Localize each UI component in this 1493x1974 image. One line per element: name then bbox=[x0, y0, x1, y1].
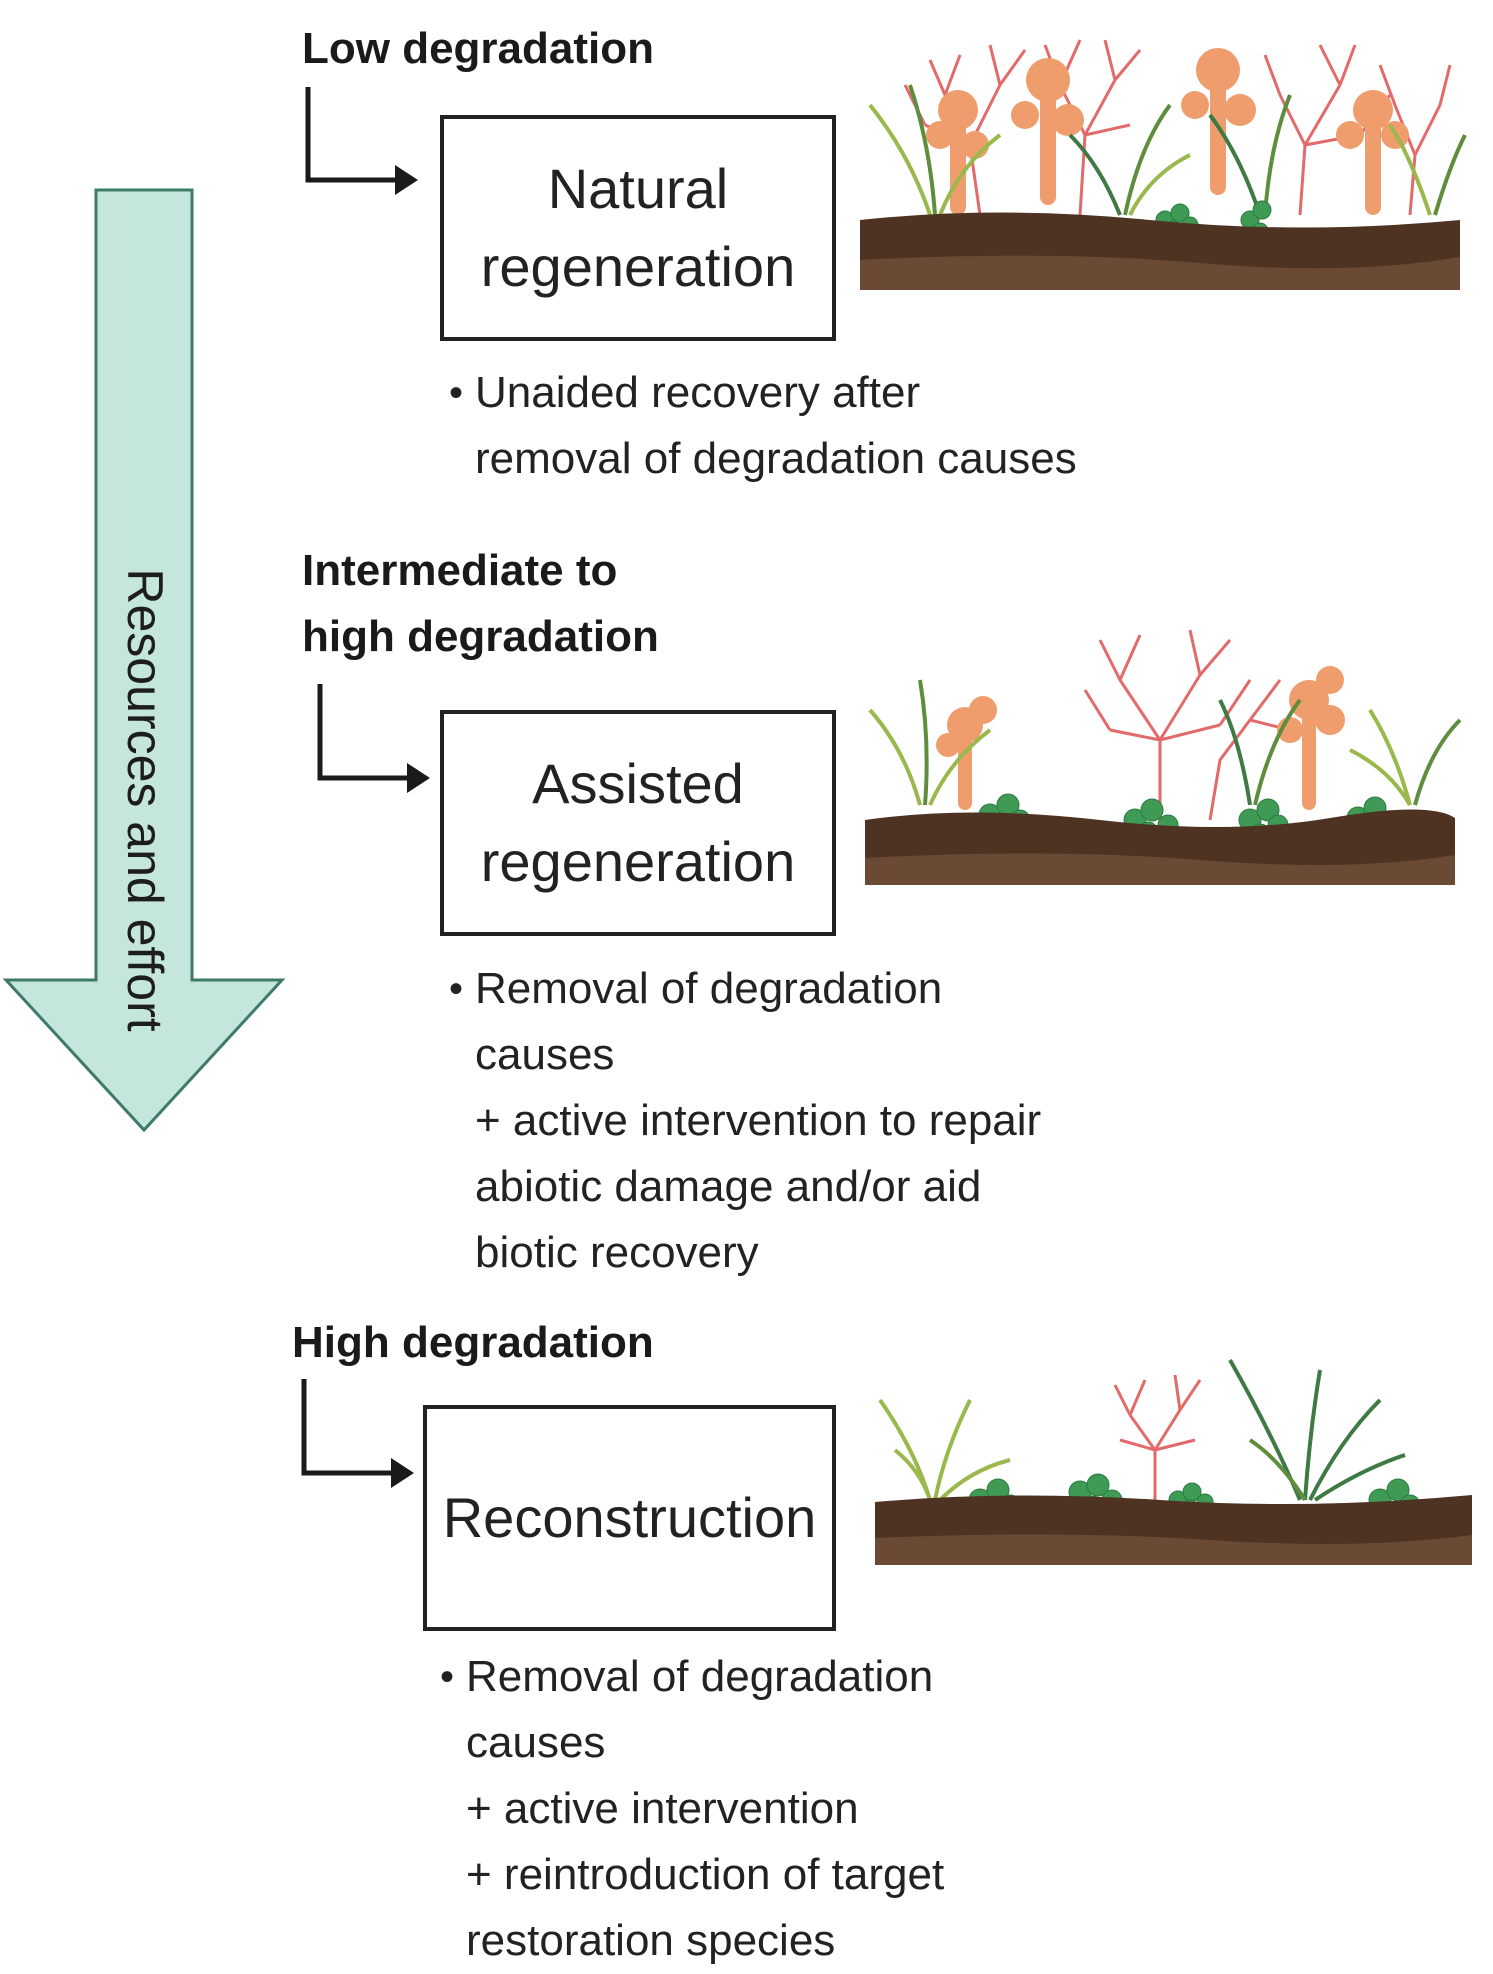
resources-arrow bbox=[2, 188, 286, 1133]
tier1-bullet: • Unaided recovery after removal of degr… bbox=[449, 360, 1077, 492]
arrow-shape bbox=[2, 188, 286, 1133]
tier3-bullet-line1: Removal of degradation bbox=[466, 1652, 934, 1701]
tier3-bullet-line3: + active intervention bbox=[466, 1784, 859, 1833]
tier1-level: Low degradation bbox=[302, 16, 654, 82]
bullet-dot: • bbox=[449, 371, 464, 415]
tier2-bullet-line4: abiotic damage and/or aid bbox=[475, 1162, 982, 1211]
tier3-ecosystem-illustration bbox=[875, 1359, 1472, 1565]
reconstruction-box: Reconstruction bbox=[423, 1405, 836, 1631]
tier2-level: Intermediate to high degradation bbox=[302, 538, 659, 670]
tier1-elbow-arrow bbox=[305, 87, 418, 195]
tier2-bullet: • Removal of degradation causes + active… bbox=[449, 956, 1042, 1286]
tier1-level-line1: Low degradation bbox=[302, 24, 654, 73]
red-fan-coral-icon bbox=[1113, 1374, 1202, 1510]
assisted-regeneration-line1: Assisted bbox=[532, 752, 744, 815]
natural-regeneration-box: Natural regeneration bbox=[440, 115, 836, 341]
bullet-dot: • bbox=[440, 1655, 455, 1699]
seagrass-icon bbox=[868, 679, 1462, 806]
seagrass-icon bbox=[868, 84, 1467, 216]
reconstruction-label: Reconstruction bbox=[442, 1486, 817, 1549]
tier2-level-line1: Intermediate to bbox=[302, 546, 618, 595]
tier2-bullet-line5: biotic recovery bbox=[475, 1228, 759, 1277]
tier3-bullet-line2: causes bbox=[466, 1718, 606, 1767]
seagrass-icon bbox=[878, 1359, 1406, 1502]
tier2-bullet-line1: Removal of degradation bbox=[475, 964, 943, 1013]
tier2-bullet-line2: causes bbox=[475, 1030, 615, 1079]
tier3-elbow-arrow bbox=[301, 1379, 414, 1488]
tier2-bullet-line3: + active intervention to repair bbox=[475, 1096, 1042, 1145]
tier3-bullet: • Removal of degradation causes + active… bbox=[440, 1644, 945, 1974]
tier2-ecosystem-illustration bbox=[865, 629, 1462, 885]
tier2-elbow-arrow bbox=[317, 684, 430, 793]
tier3-bullet-line5: restoration species bbox=[466, 1916, 836, 1965]
tier3-level: High degradation bbox=[292, 1310, 654, 1376]
assisted-regeneration-box: Assisted regeneration bbox=[440, 710, 836, 936]
tier2-level-line2: high degradation bbox=[302, 612, 659, 661]
tier3-bullet-line4: + reintroduction of target bbox=[466, 1850, 945, 1899]
arrow-label: Resources and effort bbox=[117, 568, 173, 1032]
tier1-bullet-line1: Unaided recovery after bbox=[475, 368, 921, 417]
assisted-regeneration-line2: regeneration bbox=[480, 830, 796, 893]
orange-soft-coral-icon bbox=[936, 666, 1345, 810]
bullet-dot: • bbox=[449, 967, 464, 1011]
natural-regeneration-line2: regeneration bbox=[480, 235, 796, 298]
tier3-level-line1: High degradation bbox=[292, 1318, 654, 1367]
tier1-ecosystem-illustration bbox=[860, 39, 1467, 290]
natural-regeneration-line1: Natural bbox=[547, 157, 729, 220]
tier1-bullet-line2: removal of degradation causes bbox=[475, 434, 1077, 483]
